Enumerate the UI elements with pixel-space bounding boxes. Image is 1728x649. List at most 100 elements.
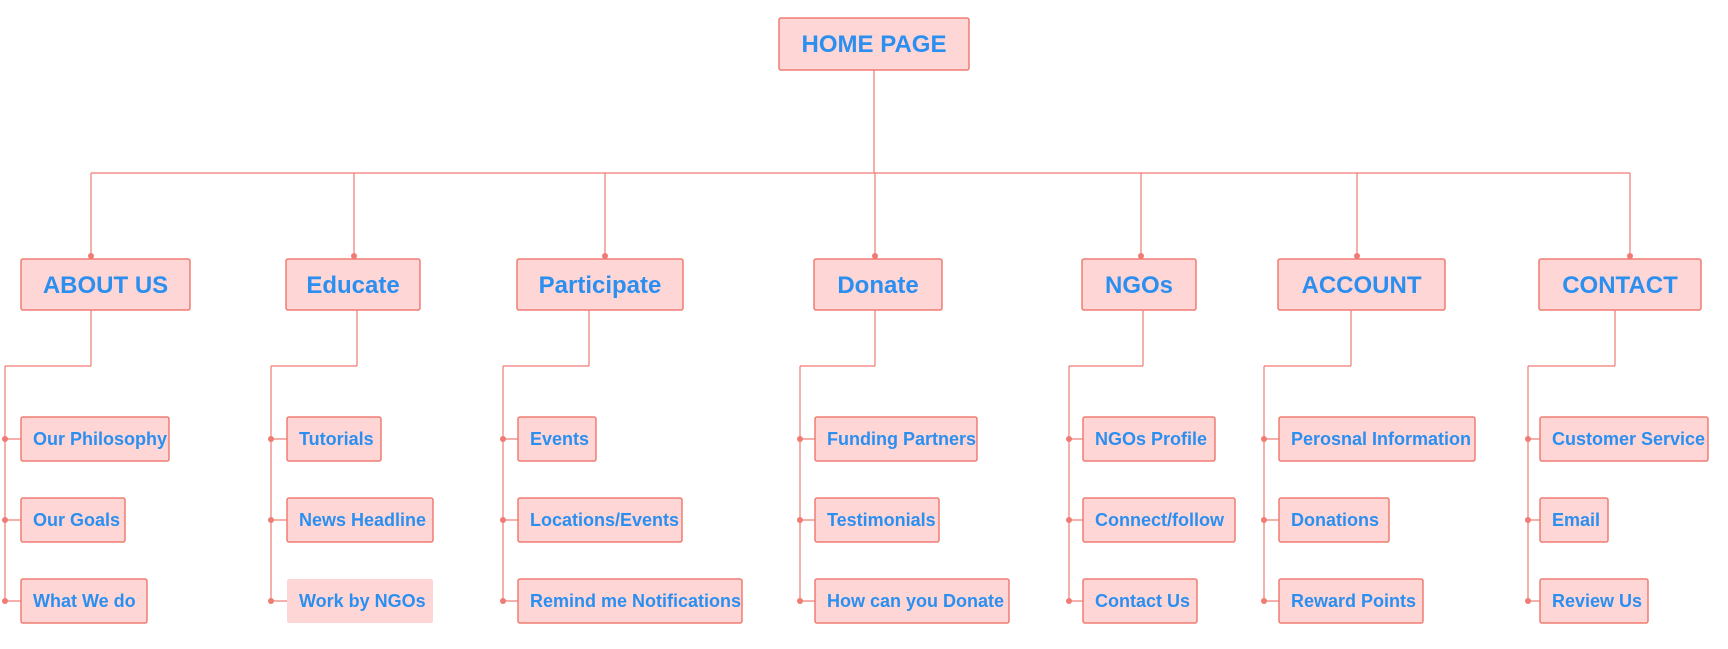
section-node-account[interactable]: ACCOUNT <box>1277 258 1446 311</box>
child-item[interactable]: Email <box>1539 497 1609 543</box>
child-item[interactable]: Our Philosophy <box>20 416 170 462</box>
child-label: News Headline <box>299 510 426 530</box>
child-box <box>1082 497 1236 543</box>
child-label: What We do <box>33 591 136 611</box>
child-item[interactable]: Remind me Notifications <box>517 578 743 624</box>
connector-dot <box>1066 436 1072 442</box>
child-box <box>1539 578 1649 624</box>
child-box <box>20 497 126 543</box>
child-box <box>517 416 597 462</box>
section-node-educate[interactable]: Educate <box>285 258 421 311</box>
connector-dot <box>1066 598 1072 604</box>
child-label: How can you Donate <box>827 591 1004 611</box>
child-item[interactable]: Connect/follow <box>1082 497 1236 543</box>
child-box <box>286 497 434 543</box>
connector-dot <box>1525 517 1531 523</box>
child-item[interactable]: Our Goals <box>20 497 126 543</box>
child-box <box>814 497 940 543</box>
child-label: Donations <box>1291 510 1379 530</box>
child-box <box>517 578 743 624</box>
child-label: Contact Us <box>1095 591 1190 611</box>
child-box <box>1278 578 1424 624</box>
child-item[interactable]: Reward Points <box>1278 578 1424 624</box>
section-box <box>1277 258 1446 311</box>
section-label: Participate <box>539 272 662 299</box>
child-box <box>1539 497 1609 543</box>
child-box <box>286 416 382 462</box>
section-box <box>20 258 191 311</box>
connector-dot <box>1138 253 1144 259</box>
root-node[interactable]: HOME PAGE <box>778 17 970 71</box>
child-label: Perosnal Information <box>1291 429 1471 449</box>
section-node-ngos[interactable]: NGOs <box>1081 258 1197 311</box>
child-item[interactable]: Tutorials <box>286 416 382 462</box>
child-item[interactable]: Work by NGOs <box>287 579 433 623</box>
child-item[interactable]: Contact Us <box>1082 578 1198 624</box>
section-box <box>516 258 684 311</box>
section-box <box>285 258 421 311</box>
child-label: Reward Points <box>1291 591 1416 611</box>
child-box <box>287 579 433 623</box>
child-item[interactable]: Donations <box>1278 497 1390 543</box>
child-label: Events <box>530 429 589 449</box>
section-node-participate[interactable]: Participate <box>516 258 684 311</box>
connector-dot <box>1261 517 1267 523</box>
child-item[interactable]: Locations/Events <box>517 497 683 543</box>
connector-dot <box>268 598 274 604</box>
child-box <box>814 416 978 462</box>
connector-dot <box>88 253 94 259</box>
child-label: Work by NGOs <box>299 591 426 611</box>
section-node-contact[interactable]: CONTACT <box>1538 258 1702 311</box>
connectors <box>2 70 1633 604</box>
child-box <box>1278 497 1390 543</box>
connector-dot <box>2 598 8 604</box>
child-box <box>20 416 170 462</box>
connector-dot <box>1525 436 1531 442</box>
child-item[interactable]: NGOs Profile <box>1082 416 1216 462</box>
section-box <box>1081 258 1197 311</box>
child-label: Connect/follow <box>1095 510 1225 530</box>
child-box <box>1278 416 1476 462</box>
child-label: Review Us <box>1552 591 1642 611</box>
child-item[interactable]: Testimonials <box>814 497 940 543</box>
section-label: Educate <box>306 272 399 299</box>
section-node-donate[interactable]: Donate <box>813 258 943 311</box>
section-label: ABOUT US <box>43 272 168 299</box>
child-item[interactable]: Customer Service <box>1539 416 1709 462</box>
child-label: NGOs Profile <box>1095 429 1207 449</box>
child-label: Locations/Events <box>530 510 679 530</box>
connector-dot <box>2 517 8 523</box>
child-item[interactable]: Review Us <box>1539 578 1649 624</box>
section-label: ACCOUNT <box>1302 272 1422 299</box>
child-item[interactable]: How can you Donate <box>814 578 1010 624</box>
section-label: Donate <box>837 272 918 299</box>
connector-dot <box>1261 436 1267 442</box>
child-box <box>1082 578 1198 624</box>
section-box <box>813 258 943 311</box>
connector-dot <box>1354 253 1360 259</box>
child-item[interactable]: News Headline <box>286 497 434 543</box>
connector-dot <box>2 436 8 442</box>
section-node-about-us[interactable]: ABOUT US <box>20 258 191 311</box>
child-item[interactable]: What We do <box>20 578 148 624</box>
connector-dot <box>500 517 506 523</box>
connector-dot <box>1261 598 1267 604</box>
child-label: Funding Partners <box>827 429 976 449</box>
child-box <box>1539 416 1709 462</box>
child-label: Our Goals <box>33 510 120 530</box>
connector-dot <box>268 436 274 442</box>
connector-dot <box>797 598 803 604</box>
connector-dot <box>351 253 357 259</box>
child-label: Testimonials <box>827 510 936 530</box>
connector-dot <box>602 253 608 259</box>
child-item[interactable]: Perosnal Information <box>1278 416 1476 462</box>
connector-dot <box>500 598 506 604</box>
child-item[interactable]: Events <box>517 416 597 462</box>
connector-dot <box>500 436 506 442</box>
child-item[interactable]: Funding Partners <box>814 416 978 462</box>
connector-dot <box>1066 517 1072 523</box>
connector-dot <box>797 517 803 523</box>
connector-dot <box>1627 253 1633 259</box>
section-label: CONTACT <box>1562 272 1678 299</box>
